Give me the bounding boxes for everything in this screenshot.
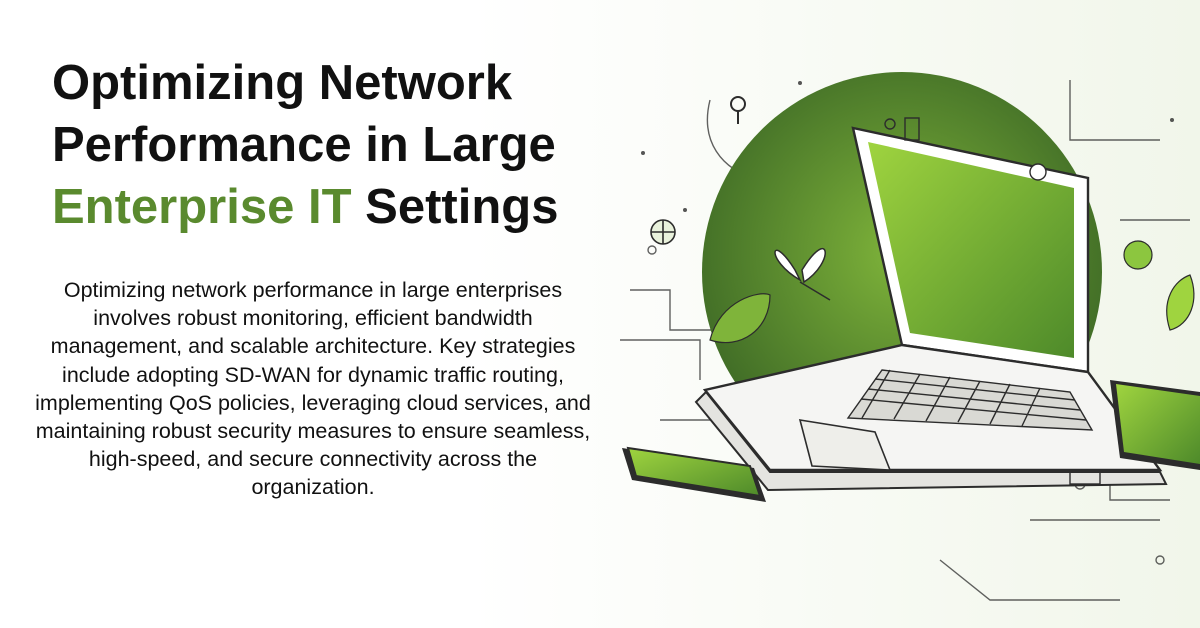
smartphone-icon: [622, 446, 766, 502]
butterfly-icon: [774, 247, 831, 301]
title-accent: Enterprise IT: [52, 180, 352, 234]
title-line-3: Enterprise IT Settings: [52, 176, 652, 238]
page-title: Optimizing Network Performance in Large …: [52, 52, 652, 238]
description-paragraph: Optimizing network performance in large …: [35, 278, 591, 500]
hero-illustration: [470, 0, 1200, 628]
globe-icon: [650, 219, 676, 245]
leaf-icon: [709, 240, 1195, 344]
location-pin-icon: [730, 96, 746, 124]
title-line-1: Optimizing Network: [52, 56, 513, 110]
title-line-3-rest: Settings: [351, 180, 559, 234]
keyboard: [846, 369, 1094, 431]
tablet-icon: [1110, 380, 1200, 470]
laptop-icon: [694, 126, 1168, 492]
title-line-2: Performance in Large: [52, 118, 556, 172]
touchpad: [798, 419, 892, 471]
